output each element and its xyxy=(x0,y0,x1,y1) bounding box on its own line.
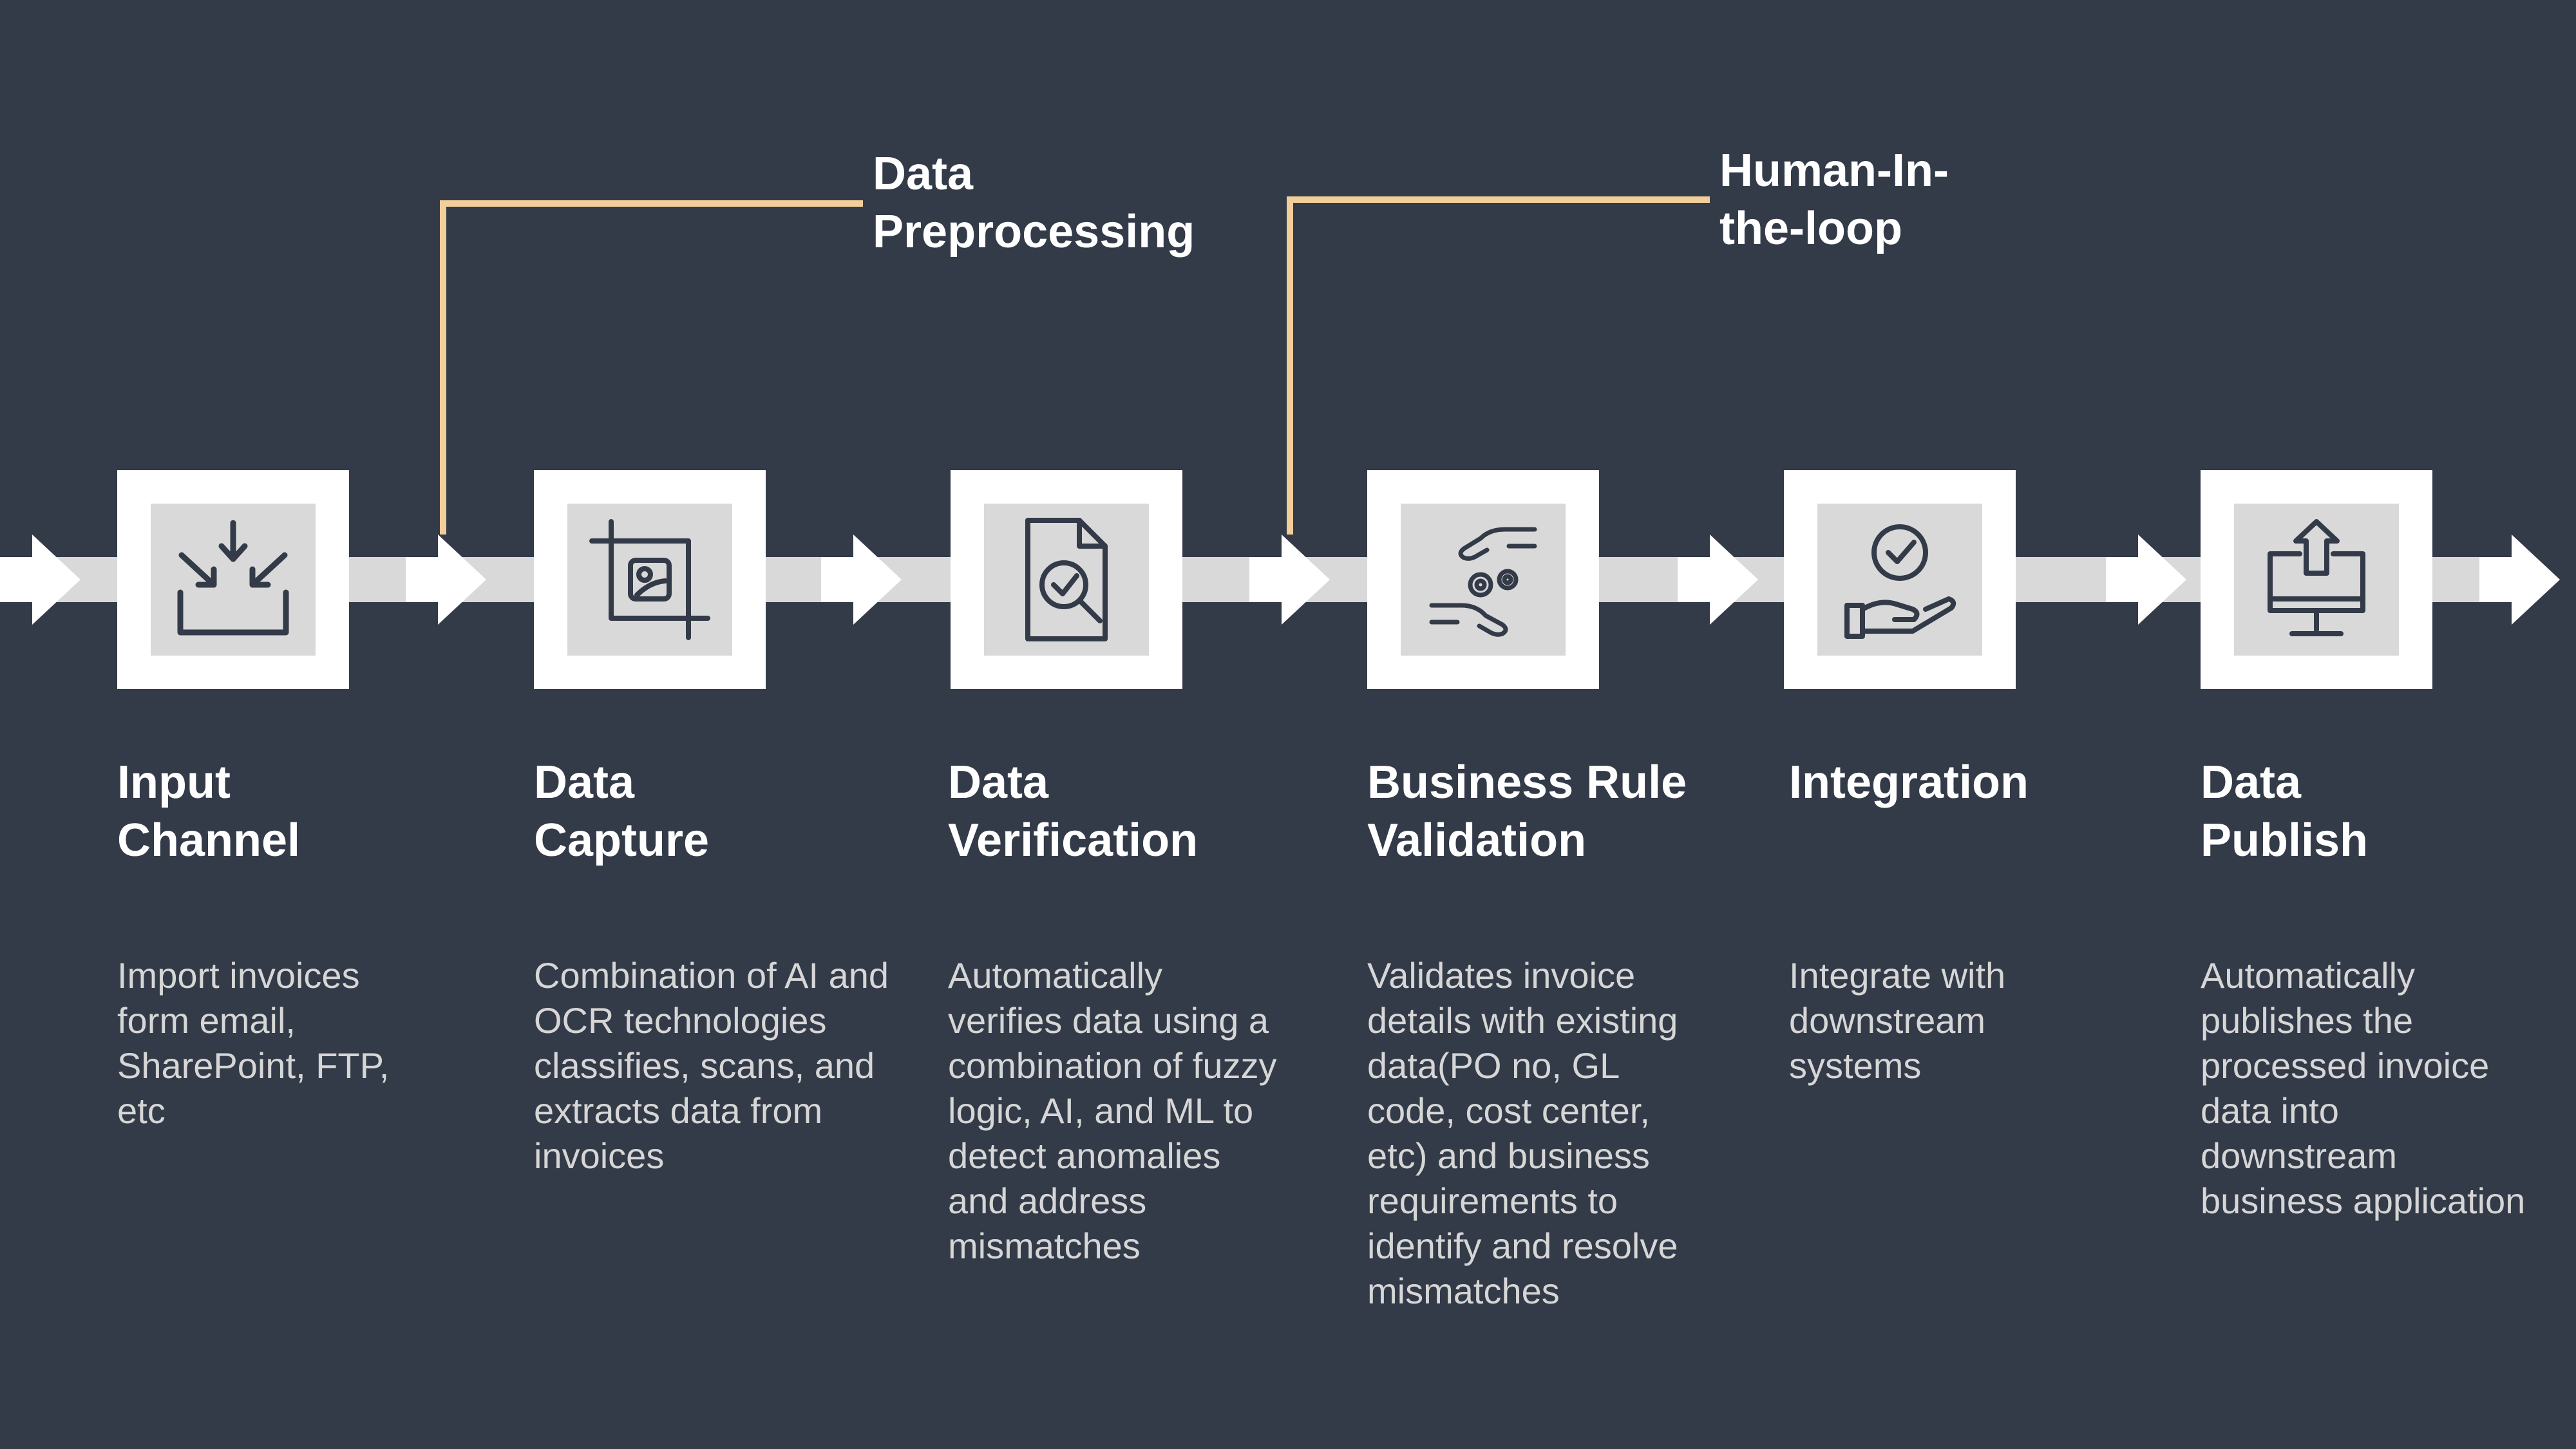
step-title-data-verification: Data Verification xyxy=(948,757,1198,866)
flow-arrow xyxy=(1249,535,1330,625)
step-box-data-capture xyxy=(534,470,766,689)
document-search-icon xyxy=(1025,518,1108,641)
flow-arrow xyxy=(2479,535,2560,625)
hand-check-icon xyxy=(1844,524,1956,639)
flow-arrow xyxy=(821,535,902,625)
step-box-data-publish xyxy=(2201,470,2432,689)
step-title-business-rule-validation: Business Rule Validation xyxy=(1367,757,1687,866)
step-title-data-capture: Data Capture xyxy=(534,757,710,866)
flow-arrow xyxy=(0,535,80,625)
flow-arrow xyxy=(406,535,486,625)
step-desc-data-publish: Automatically publishes the processed in… xyxy=(2201,955,2526,1221)
step-box-input-channel xyxy=(117,470,349,689)
monitor-upload-icon xyxy=(2268,519,2365,636)
step-title-input-channel: Input Channel xyxy=(117,757,301,866)
step-desc-integration: Integrate with downstream systems xyxy=(1789,955,2006,1086)
hands-gears-icon xyxy=(1429,527,1537,637)
step-box-integration xyxy=(1784,470,2016,689)
flow-arrow xyxy=(1678,535,1758,625)
callout-label-preprocessing: Data Preprocessing xyxy=(873,148,1195,258)
step-title-integration: Integration xyxy=(1789,757,2029,808)
import-icon xyxy=(177,520,289,636)
step-title-data-publish: Data Publish xyxy=(2201,757,2369,866)
step-desc-data-capture: Combination of AI and OCR technologies c… xyxy=(534,955,889,1176)
step-desc-business-rule-validation: Validates invoice details with existing … xyxy=(1367,955,1678,1311)
step-desc-input-channel: Import invoices form email, SharePoint, … xyxy=(117,955,390,1131)
callout-label-human-in-the-loop: Human-In- the-loop xyxy=(1719,145,1949,254)
crop-scan-icon xyxy=(589,519,710,640)
step-box-business-rule-validation xyxy=(1367,470,1599,689)
step-box-data-verification xyxy=(951,470,1182,689)
callout-line-human-in-the-loop xyxy=(1287,196,1710,535)
callout-line-preprocessing xyxy=(440,200,863,535)
step-desc-data-verification: Automatically verifies data using a comb… xyxy=(948,955,1277,1266)
flow-arrow xyxy=(2106,535,2186,625)
